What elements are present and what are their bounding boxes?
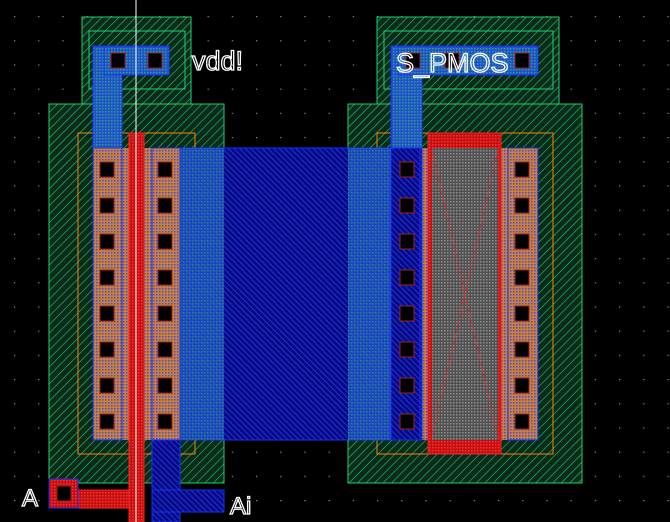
contact — [399, 161, 415, 178]
contact — [399, 233, 415, 250]
contact — [99, 233, 115, 250]
contact — [157, 413, 173, 430]
contact — [157, 305, 173, 322]
label-s-pmos[interactable]: S_PMOS — [395, 47, 509, 78]
contact — [56, 485, 72, 502]
contact — [99, 377, 115, 394]
label-output-ai[interactable]: Ai — [229, 492, 252, 520]
contact — [514, 161, 530, 178]
contact — [514, 269, 530, 286]
contact — [514, 233, 530, 250]
contact — [99, 161, 115, 178]
contact — [99, 341, 115, 358]
contact — [514, 413, 530, 430]
contact — [399, 377, 415, 394]
contact — [99, 197, 115, 214]
contact — [157, 377, 173, 394]
contact — [157, 269, 173, 286]
contact — [399, 305, 415, 322]
contact — [405, 52, 421, 69]
output-pin-ai — [151, 489, 225, 513]
label-vdd[interactable]: vdd! — [191, 45, 243, 76]
contact — [514, 377, 530, 394]
contact — [514, 52, 530, 69]
contact — [399, 197, 415, 214]
contact-layer — [56, 52, 530, 502]
contact — [147, 52, 163, 69]
poly-layer — [48, 132, 502, 522]
contact — [399, 269, 415, 286]
contact — [99, 269, 115, 286]
contact — [444, 52, 460, 69]
contact — [157, 161, 173, 178]
contact — [110, 52, 126, 69]
contact — [157, 341, 173, 358]
contact — [157, 197, 173, 214]
contact — [514, 341, 530, 358]
input-poly-wire — [77, 489, 130, 509]
contact — [514, 197, 530, 214]
contact — [514, 305, 530, 322]
metal1-layer — [92, 45, 539, 522]
contact — [157, 233, 173, 250]
contact — [399, 413, 415, 430]
label-input-a[interactable]: A — [21, 484, 38, 512]
contact — [399, 341, 415, 358]
contact — [99, 413, 115, 430]
contact — [99, 305, 115, 322]
